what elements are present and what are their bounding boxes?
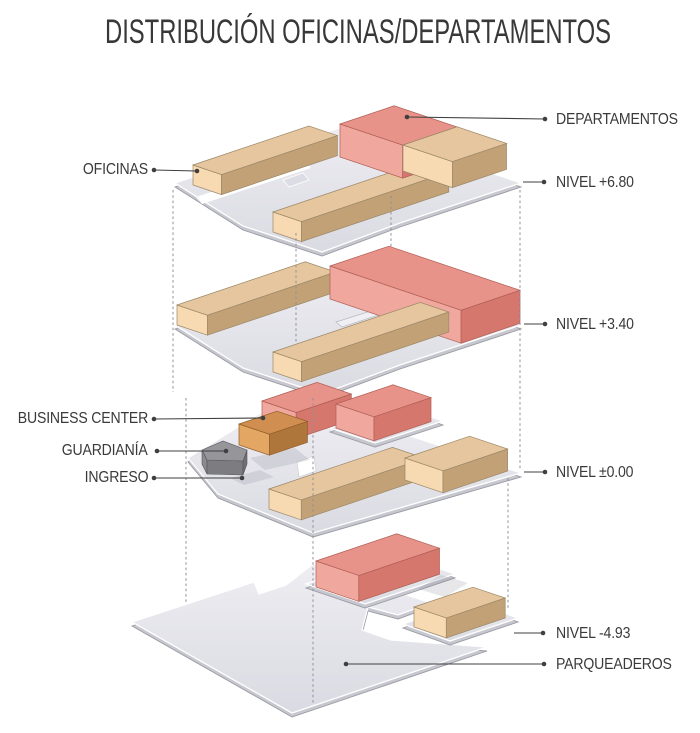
business-center-leader <box>153 417 264 420</box>
nivel-340-leader-end-dot <box>542 321 548 327</box>
label-business-center: BUSINESS CENTER <box>17 410 149 427</box>
nivel-493-leader-end-dot <box>540 630 546 636</box>
ingreso-leader-end-dot <box>239 475 245 481</box>
level-000-red-block-top-face <box>334 384 433 418</box>
oficinas-block-top-face <box>191 125 339 175</box>
nivel-680-leader-end-dot <box>541 179 547 185</box>
label-nivel-000: NIVEL ±0.00 <box>556 464 634 481</box>
label-departamentos: DEPARTAMENTOS <box>556 111 678 128</box>
label-ingreso: INGRESO <box>84 469 148 486</box>
level-000-right-block-top-face <box>403 435 509 472</box>
level-340-red-block-top-face <box>328 245 522 311</box>
business-center-leader-end-dot <box>260 415 266 421</box>
level-000-red-small-top-face <box>260 382 353 413</box>
label-oficinas: OFICINAS <box>82 161 148 178</box>
parqueaderos-plate <box>130 563 488 714</box>
departamentos-leader-start-dot <box>404 114 410 120</box>
guardiania-front-face <box>206 459 244 476</box>
guardiania-leader-start-dot <box>154 448 160 454</box>
oficinas-leader-end-dot <box>194 168 200 174</box>
departamentos-leader-end-dot <box>542 116 548 122</box>
guardiania-shadow <box>230 470 274 485</box>
business-center-shadow <box>250 448 310 470</box>
parking-red-shadow <box>418 575 468 597</box>
guardiania-leader-end-dot <box>223 448 229 454</box>
level-680-right-block-top-face <box>401 126 508 162</box>
level-340-front-block-top-face <box>271 302 450 362</box>
oficinas-leader-start-dot <box>151 167 157 173</box>
label-guardiania: GUARDIANÍA <box>62 442 148 459</box>
business-center-leader-start-dot <box>151 416 157 422</box>
parqueaderos-leader-start-dot <box>343 661 349 667</box>
business-center-block-top-face <box>237 410 309 435</box>
level-680-plate-bridge <box>282 172 310 188</box>
departamentos-leader <box>406 116 546 120</box>
label-nivel-340: NIVEL +3.40 <box>556 316 634 333</box>
parqueaderos-leader-end-dot <box>541 661 547 667</box>
oficinas-leader <box>153 169 198 172</box>
label-nivel-493: NIVEL -4.93 <box>556 625 631 642</box>
ingreso-leader-start-dot <box>151 475 157 481</box>
label-parqueaderos: PARQUEADEROS <box>556 656 672 673</box>
page-title: DISTRIBUCIÓN OFICINAS/DEPARTAMENTOS <box>105 13 612 51</box>
parking-tan-block-top-face <box>412 586 507 619</box>
nivel-000-leader-end-dot <box>542 469 548 475</box>
label-nivel-680: NIVEL +6.80 <box>556 174 634 191</box>
level-000-plate-notch <box>296 455 317 478</box>
parking-red-block-top-face <box>314 533 441 576</box>
